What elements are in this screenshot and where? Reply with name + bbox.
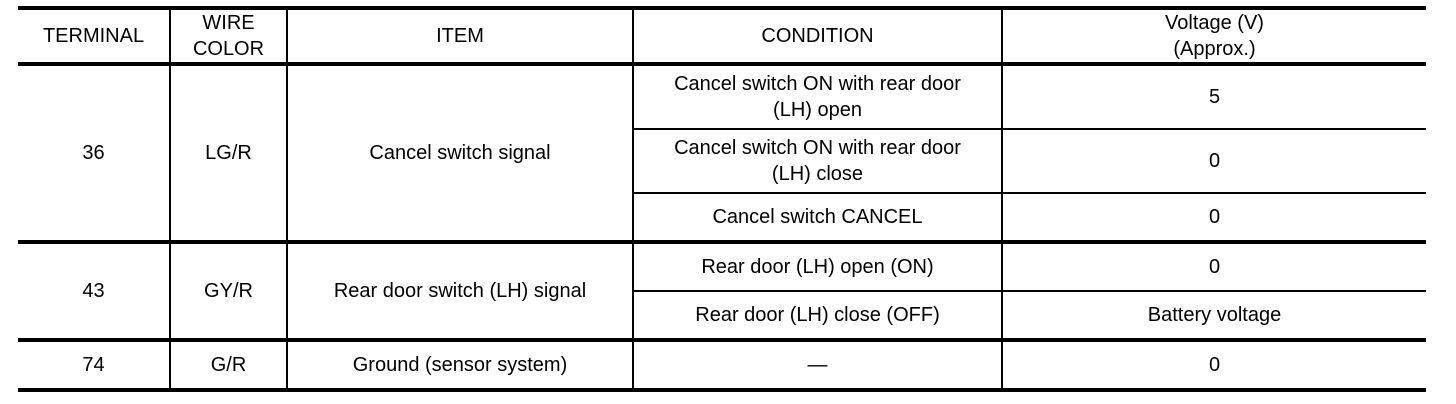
column-header-voltage: Voltage (V) (Approx.)	[1001, 6, 1426, 66]
cell-condition: Rear door (LH) close (OFF)	[632, 290, 1002, 340]
header-row: TERMINAL WIRE COLOR ITEM CONDITION Volta…	[18, 6, 1426, 66]
column-header-wire-color-line2: COLOR	[192, 38, 265, 60]
column-header-terminal-label: TERMINAL	[42, 25, 145, 47]
table-row: 43 GY/R Rear door switch (LH) signal Rea…	[18, 240, 1426, 340]
cell-condition-line2: (LH) close	[771, 163, 864, 185]
cell-voltage: 5	[1001, 62, 1426, 129]
table-body: 36 LG/R Cancel switch signal Cancel swit…	[18, 62, 1426, 392]
table-row: 74 G/R Ground (sensor system) — 0	[18, 338, 1426, 392]
column-header-wire-color-line1: WIRE	[202, 12, 255, 34]
cell-condition-line1: Rear door (LH) open (ON)	[701, 256, 934, 278]
cell-condition-line1: Cancel switch ON with rear door	[674, 73, 961, 95]
column-header-item-label: ITEM	[436, 25, 484, 47]
table-row: Cancel switch ON with rear door (LH) clo…	[18, 128, 1426, 193]
cell-condition-line1: Cancel switch ON with rear door	[674, 137, 961, 159]
cell-condition: Cancel switch CANCEL	[632, 192, 1002, 242]
column-header-voltage-line2: (Approx.)	[1173, 38, 1256, 60]
cell-voltage: 0	[1001, 338, 1426, 392]
cell-wire-color: GY/R	[169, 240, 287, 340]
column-header-condition-label: CONDITION	[761, 25, 874, 47]
table-row: 36 LG/R Cancel switch signal Cancel swit…	[18, 62, 1426, 242]
cell-condition: Rear door (LH) open (ON)	[632, 240, 1002, 291]
terminal-voltage-table: TERMINAL WIRE COLOR ITEM CONDITION Volta…	[18, 6, 1426, 392]
cell-terminal: 74	[18, 338, 170, 392]
cell-wire-color: LG/R	[169, 62, 287, 242]
cell-item: Cancel switch signal	[286, 62, 633, 242]
column-header-item: ITEM	[286, 6, 633, 66]
cell-terminal: 43	[18, 240, 170, 340]
column-header-terminal: TERMINAL	[18, 6, 170, 66]
cell-condition-line1: Cancel switch CANCEL	[712, 206, 923, 228]
cell-condition-line2: (LH) open	[773, 99, 862, 121]
table-row: Rear door (LH) close (OFF) Battery volta…	[18, 290, 1426, 340]
cell-item: Ground (sensor system)	[286, 338, 633, 392]
cell-condition-line1: Rear door (LH) close (OFF)	[695, 304, 940, 326]
cell-voltage: 0	[1001, 240, 1426, 291]
cell-wire-color: G/R	[169, 338, 287, 392]
cell-condition: Cancel switch ON with rear door (LH) clo…	[632, 128, 1002, 193]
cell-terminal: 36	[18, 62, 170, 242]
table-header: TERMINAL WIRE COLOR ITEM CONDITION Volta…	[18, 6, 1426, 66]
column-header-wire-color: WIRE COLOR	[169, 6, 287, 66]
table-row: Cancel switch CANCEL 0	[18, 192, 1426, 242]
column-header-condition: CONDITION	[632, 6, 1002, 66]
cell-voltage: 0	[1001, 128, 1426, 193]
cell-condition: —	[632, 338, 1002, 392]
column-header-voltage-line1: Voltage (V)	[1165, 12, 1264, 34]
cell-item: Rear door switch (LH) signal	[286, 240, 633, 340]
cell-voltage: 0	[1001, 192, 1426, 242]
cell-condition: Cancel switch ON with rear door (LH) ope…	[632, 62, 1002, 129]
cell-voltage: Battery voltage	[1001, 290, 1426, 340]
